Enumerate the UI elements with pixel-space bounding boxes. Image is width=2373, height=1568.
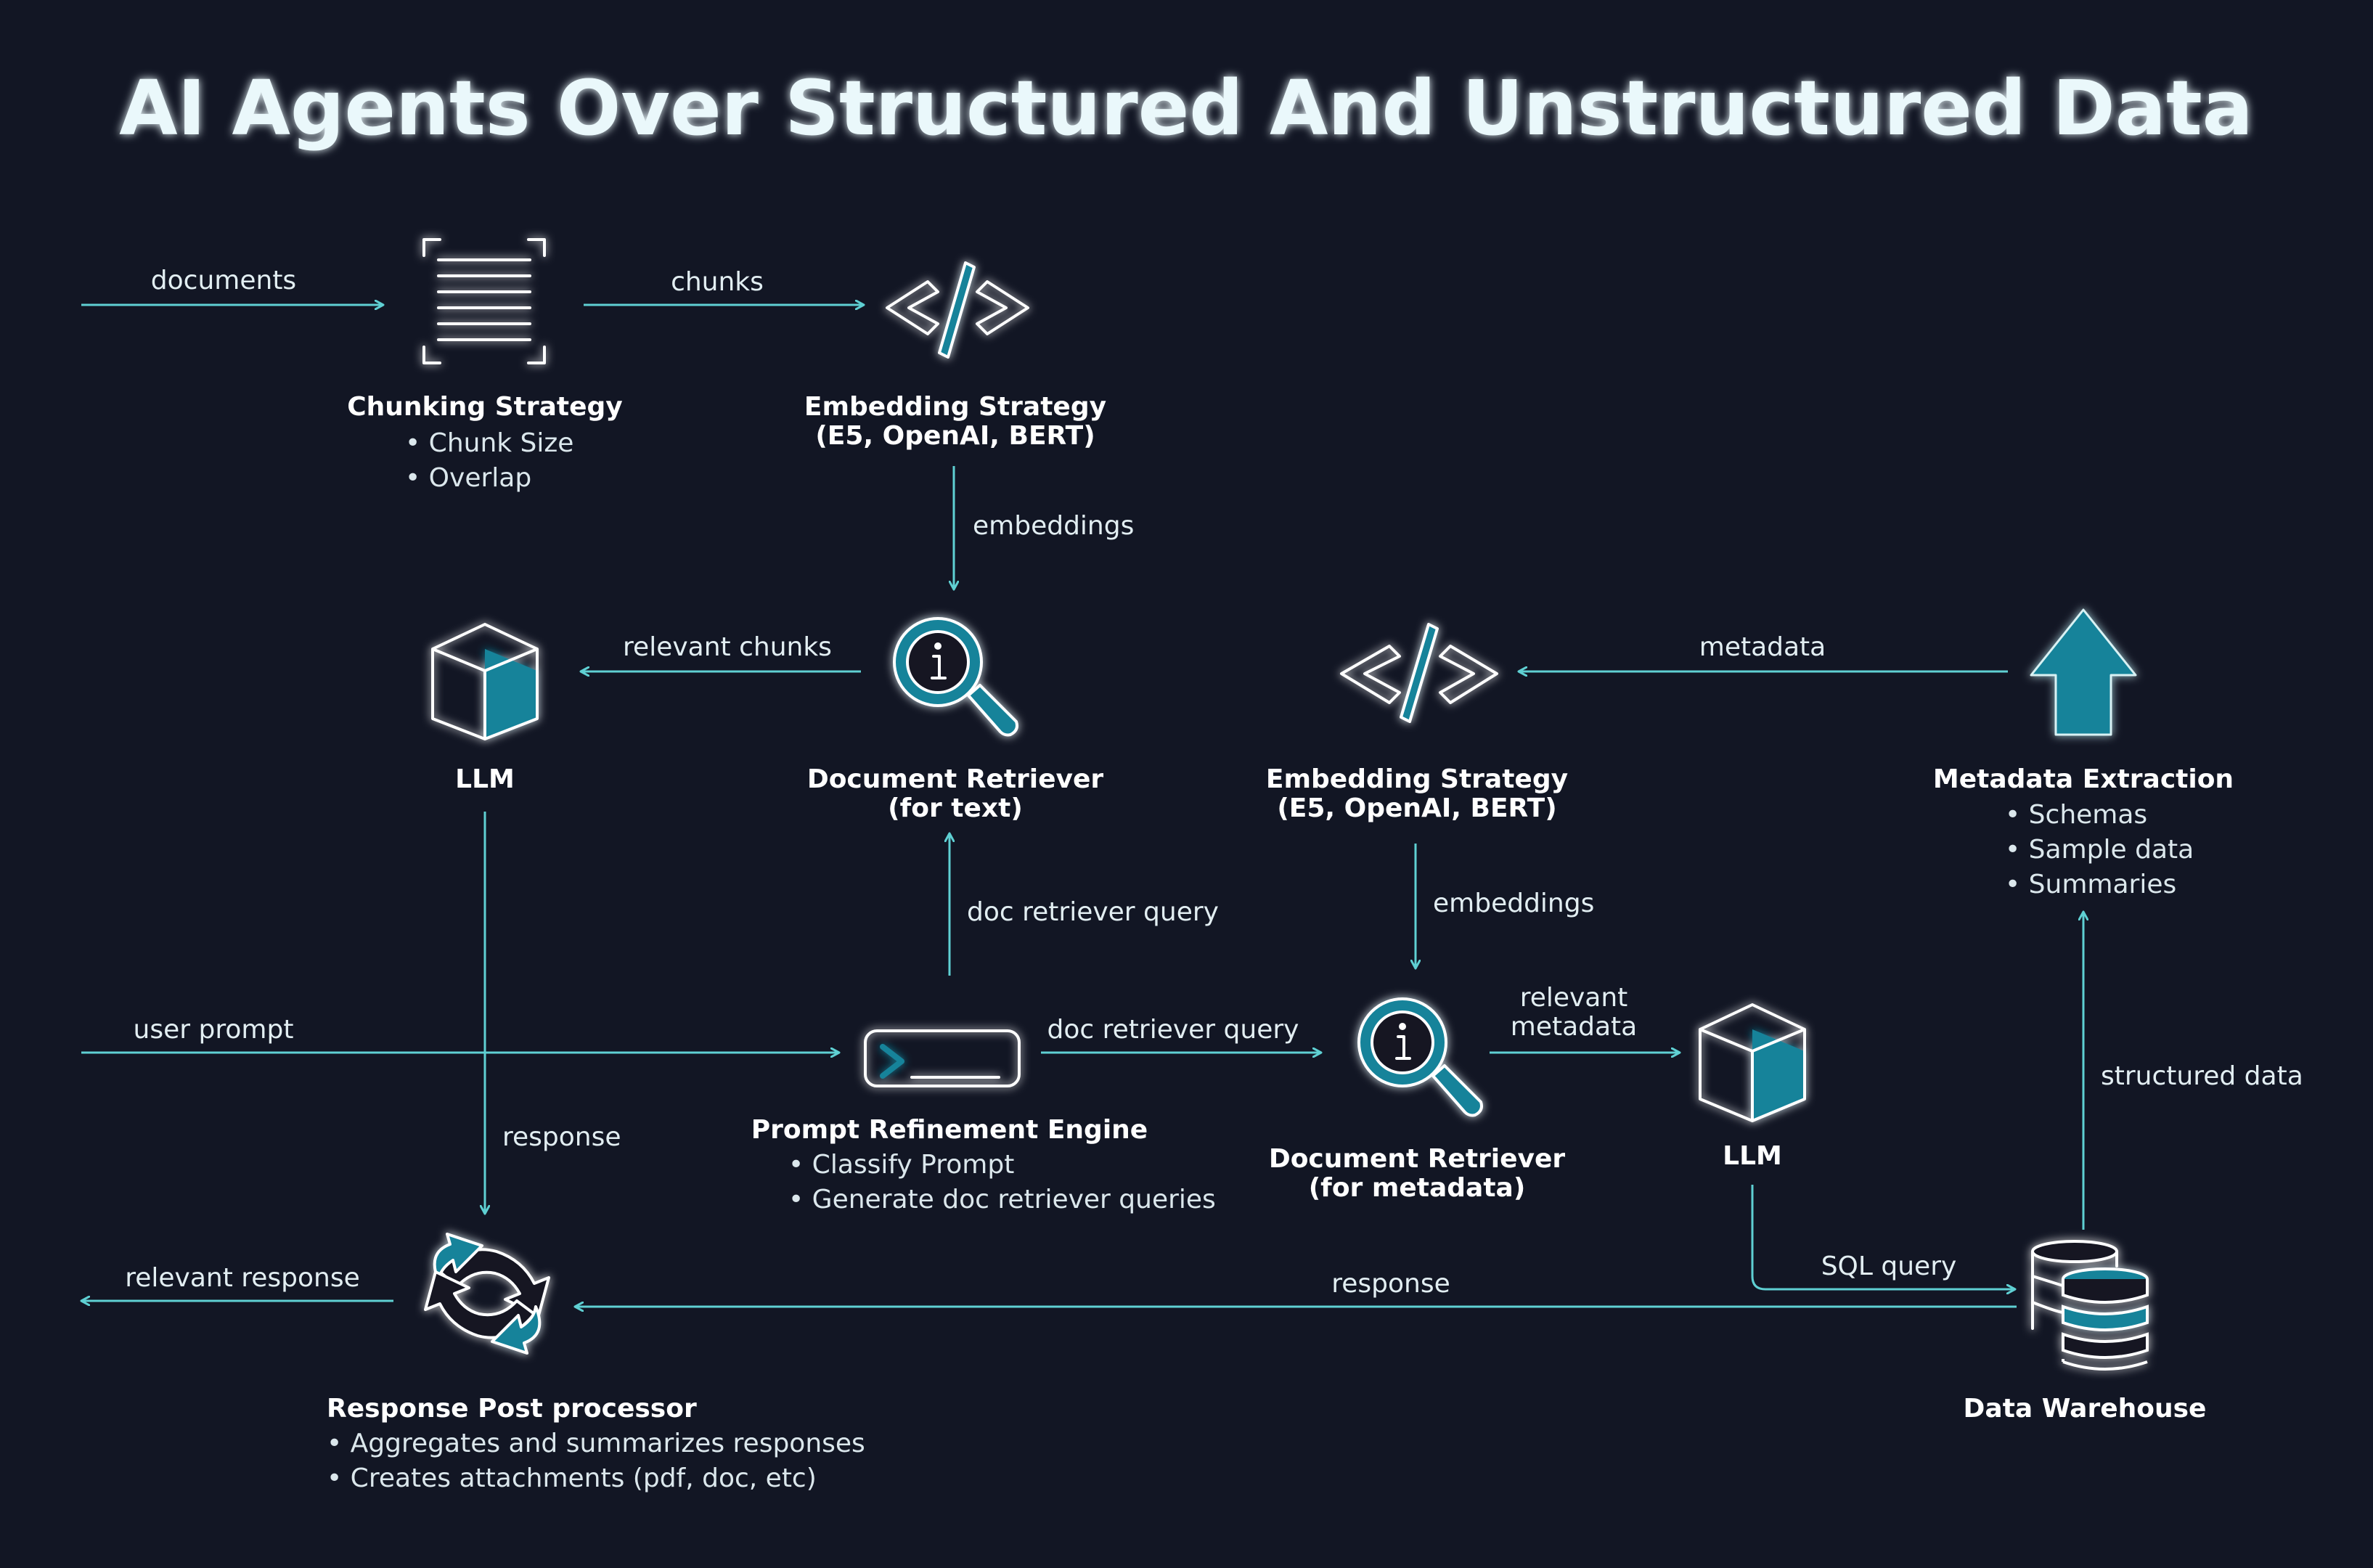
- edge-label-doc-query-right: doc retriever query: [1047, 1015, 1299, 1045]
- edge-label-embeddings-top: embeddings: [973, 511, 1134, 541]
- edge-sql-query: [1751, 1185, 2015, 1289]
- node-title-retriever-meta: Document Retriever: [1269, 1144, 1566, 1174]
- node-title-warehouse: Data Warehouse: [1964, 1394, 2207, 1424]
- node-title-llm-right: LLM: [1723, 1141, 1782, 1171]
- node-item-aggregates: • Aggregates and summarizes responses: [327, 1429, 865, 1458]
- node-subtitle-retriever-meta: (for metadata): [1309, 1173, 1526, 1203]
- edge-label-sql-query: SQL query: [1821, 1251, 1957, 1281]
- cube-icon: [1699, 1003, 1806, 1122]
- node-item-classify-prompt: • Classify Prompt: [788, 1150, 1014, 1180]
- up-arrow-icon: [2030, 608, 2137, 736]
- node-title-embedding-mid: Embedding Strategy: [1266, 764, 1568, 794]
- edge-label-chunks: chunks: [671, 267, 764, 297]
- database-icon: [2031, 1240, 2149, 1371]
- node-title-post-processor: Response Post processor: [327, 1394, 697, 1424]
- edge-label-relevant-chunks: relevant chunks: [623, 632, 832, 662]
- node-title-embedding-top: Embedding Strategy: [804, 392, 1106, 422]
- cube-icon: [431, 623, 539, 740]
- code-icon: [886, 261, 1029, 359]
- edge-label-relevant-metadata-1: relevant: [1520, 983, 1628, 1013]
- edge-label-relevant-response: relevant response: [125, 1263, 360, 1293]
- node-title-retriever-text: Document Retriever: [807, 764, 1104, 794]
- node-title-llm-left: LLM: [455, 764, 515, 794]
- node-subtitle-retriever-text: (for text): [888, 793, 1023, 823]
- edge-label-relevant-metadata-2: metadata: [1511, 1012, 1637, 1042]
- magnifier-info-icon: [1357, 997, 1483, 1117]
- node-item-sample-data: • Sample data: [2005, 835, 2194, 865]
- magnifier-info-icon: [893, 617, 1018, 737]
- edge-label-doc-query-up: doc retriever query: [967, 897, 1219, 927]
- node-item-generate-queries: • Generate doc retriever queries: [788, 1185, 1216, 1214]
- node-item-schemas: • Schemas: [2005, 800, 2147, 830]
- refresh-icon: [424, 1233, 550, 1355]
- edge-label-user-prompt: user prompt: [134, 1015, 294, 1045]
- edge-label-response-bottom: response: [1331, 1269, 1450, 1299]
- node-title-chunking: Chunking Strategy: [347, 392, 623, 422]
- node-item-overlap: • Overlap: [405, 463, 531, 493]
- edge-label-documents: documents: [151, 266, 296, 295]
- node-subtitle-embedding-top: (E5, OpenAI, BERT): [815, 421, 1095, 451]
- diagram-title: AI Agents Over Structured And Unstructur…: [119, 64, 2253, 152]
- node-item-summaries: • Summaries: [2005, 870, 2176, 899]
- document-lines-icon: [422, 238, 546, 364]
- edge-label-response-left: response: [502, 1122, 621, 1152]
- node-title-metadata-extraction: Metadata Extraction: [1933, 764, 2234, 794]
- node-item-attachments: • Creates attachments (pdf, doc, etc): [327, 1463, 817, 1493]
- node-subtitle-embedding-mid: (E5, OpenAI, BERT): [1277, 793, 1556, 823]
- code-icon: [1340, 623, 1498, 723]
- node-item-chunk-size: • Chunk Size: [405, 428, 573, 458]
- edge-label-embeddings-mid: embeddings: [1433, 889, 1594, 918]
- terminal-icon: [864, 1029, 1021, 1087]
- node-title-prompt-engine: Prompt Refinement Engine: [751, 1115, 1148, 1145]
- edge-label-metadata: metadata: [1699, 632, 1826, 662]
- edge-label-structured-data: structured data: [2101, 1061, 2303, 1091]
